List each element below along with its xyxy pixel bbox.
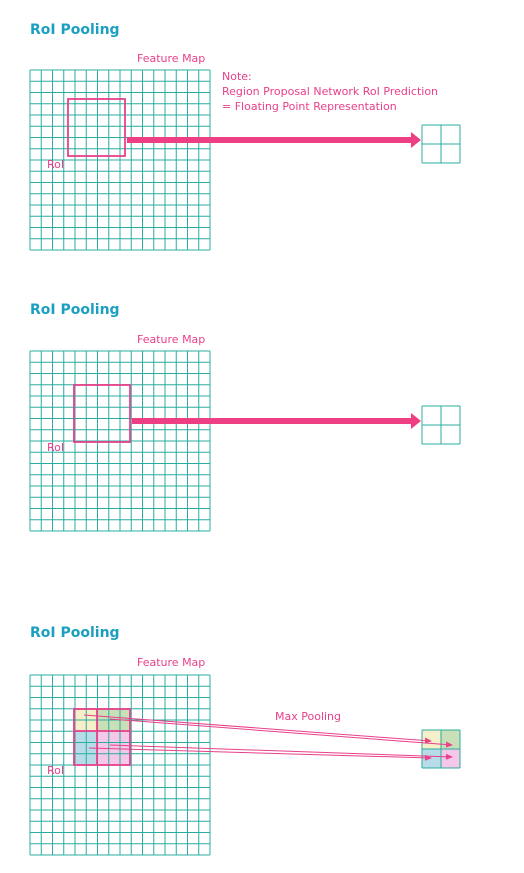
panel-3: RoI Pooling Feature Map RoI Max Pooling — [29, 625, 461, 856]
panel-3-roi-label: RoI — [47, 764, 64, 777]
panel-2-projection-arrow — [132, 413, 421, 429]
pool-arrow-bottom-left — [88, 747, 432, 761]
panel-3-roi-box — [73, 708, 131, 766]
panel-2-roi-box — [73, 384, 131, 443]
panel-1-feature-map-label: Feature Map — [137, 52, 205, 65]
panel-2-feature-map-grid — [29, 350, 211, 532]
panel-3-feature-map-grid — [29, 674, 211, 856]
note-line-1: Note: — [222, 70, 252, 83]
pool-arrow-top-left — [83, 714, 432, 744]
panel-2-output-grid — [421, 405, 461, 445]
panel-3-feature-map-label: Feature Map — [137, 656, 205, 669]
note-line-3: = Floating Point Representation — [222, 100, 397, 113]
pooled-cell-bottom-right — [441, 749, 460, 768]
pooled-cell-top-right — [441, 730, 460, 749]
panel-1-output-grid — [421, 124, 461, 164]
panel-1: RoI Pooling Feature Map RoI Note: Region… — [29, 22, 461, 251]
panel-1-title: RoI Pooling — [30, 22, 120, 38]
panel-3-output-grid — [421, 729, 461, 769]
panel-1-note: Note: Region Proposal Network RoI Predic… — [222, 70, 438, 113]
pool-arrow-top-right — [109, 718, 453, 748]
pool-arrow-bottom-right — [109, 744, 453, 760]
panel-2-roi-label: RoI — [47, 441, 64, 454]
max-pooling-label: Max Pooling — [275, 710, 341, 723]
panel-3-title: RoI Pooling — [30, 625, 120, 641]
pooled-cell-top-left — [422, 730, 441, 749]
panel-2: RoI Pooling Feature Map RoI — [29, 302, 461, 532]
panel-2-feature-map-label: Feature Map — [137, 333, 205, 346]
panel-1-roi-box — [67, 98, 126, 157]
panel-1-projection-arrow — [127, 132, 421, 148]
roi-cell-bottom-left — [74, 731, 97, 765]
panel-2-title: RoI Pooling — [30, 302, 120, 318]
max-pooling-arrows — [83, 714, 453, 761]
panel-1-roi-label: RoI — [47, 158, 64, 171]
pooled-cell-bottom-left — [422, 749, 441, 768]
note-line-2: Region Proposal Network RoI Prediction — [222, 85, 438, 98]
